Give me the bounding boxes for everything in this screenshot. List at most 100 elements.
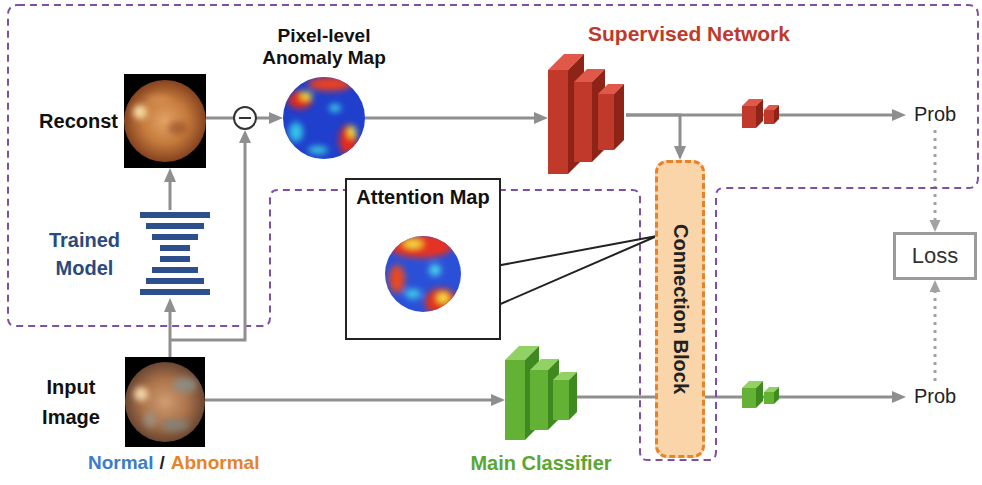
callout-tail bbox=[496, 236, 657, 306]
output-label: Prob bbox=[914, 103, 956, 126]
drawing-part bbox=[134, 387, 148, 401]
image-node: Reconst bbox=[124, 74, 206, 168]
drawing-part bbox=[134, 377, 197, 431]
flow-arrow bbox=[205, 394, 505, 406]
arrowhead bbox=[930, 280, 941, 292]
drawing-part bbox=[288, 91, 312, 109]
fc-layer bbox=[742, 99, 763, 128]
image-node: Input Image bbox=[125, 357, 205, 447]
output-label: Prob bbox=[914, 385, 956, 408]
drawing-part bbox=[234, 107, 256, 129]
connection-block: Connection Block bbox=[655, 160, 705, 458]
drawing-part bbox=[403, 240, 423, 248]
flow-arrow bbox=[164, 168, 176, 210]
drawing-part bbox=[161, 419, 189, 431]
drawing-part bbox=[239, 117, 251, 119]
drawing-part bbox=[124, 74, 206, 168]
drawing-part bbox=[300, 92, 312, 100]
output-node: Prob bbox=[912, 385, 958, 408]
loss-box: Loss bbox=[893, 232, 977, 280]
drawing-part bbox=[144, 412, 156, 428]
drawing-part bbox=[160, 245, 190, 251]
block-label: Connection Block bbox=[669, 224, 692, 394]
drawing-part bbox=[308, 146, 328, 154]
cnn-layer-front bbox=[548, 70, 568, 174]
cnn-layer-front bbox=[598, 94, 614, 150]
loss-label: Loss bbox=[912, 243, 958, 269]
drawing-part bbox=[124, 80, 206, 162]
cnn-layer-front bbox=[505, 360, 525, 440]
drawing-part bbox=[289, 122, 303, 142]
model-node: Trained Model bbox=[140, 210, 210, 298]
drawing-part bbox=[283, 77, 365, 159]
connector-line bbox=[169, 311, 172, 357]
drawing-part bbox=[146, 95, 170, 105]
reconstructed-fundus bbox=[124, 74, 206, 168]
class-label: Abnormal bbox=[171, 452, 260, 474]
arrowhead bbox=[164, 298, 176, 312]
network-node: Main Classifier bbox=[505, 346, 577, 440]
callout-box: Attention Map bbox=[345, 178, 501, 340]
subtract-symbol bbox=[234, 107, 256, 129]
drawing-part bbox=[437, 293, 449, 303]
flow-arrow bbox=[626, 115, 686, 160]
drawing-part bbox=[389, 265, 405, 293]
flow-arrow bbox=[164, 298, 176, 357]
connector-line bbox=[169, 181, 172, 210]
fc-layer-front bbox=[742, 106, 756, 128]
drawing-part bbox=[308, 77, 352, 91]
image-caption: Input Image bbox=[31, 372, 111, 432]
drawing-part bbox=[348, 126, 356, 138]
image-caption: Pixel-level Anomaly Map bbox=[244, 25, 404, 69]
connector-line bbox=[577, 396, 655, 399]
fc-layer bbox=[764, 105, 779, 124]
drawing-part bbox=[329, 104, 341, 112]
connector-line bbox=[705, 396, 893, 399]
cnn-layer bbox=[553, 372, 577, 420]
connector-line bbox=[365, 117, 535, 120]
drawing-part bbox=[389, 234, 457, 316]
drawing-part bbox=[140, 289, 210, 295]
callout-title: Attention Map bbox=[356, 186, 489, 209]
flow-arrow bbox=[577, 397, 655, 398]
arrowhead bbox=[674, 146, 686, 160]
cnn-layer-front bbox=[574, 82, 592, 162]
flow-arrow bbox=[365, 112, 548, 124]
arrowhead bbox=[892, 109, 906, 121]
network-node: Supervised Network bbox=[548, 54, 626, 174]
connector-line bbox=[626, 115, 680, 147]
arrowhead bbox=[269, 112, 283, 124]
attention-map-picture bbox=[383, 224, 463, 324]
model-title: Trained Model bbox=[37, 226, 132, 282]
connector-line bbox=[205, 399, 492, 402]
arrowhead bbox=[491, 394, 505, 406]
drawing-part bbox=[339, 125, 357, 155]
output-node: Prob bbox=[912, 103, 958, 126]
network-title: Supervised Network bbox=[588, 22, 790, 46]
drawing-part bbox=[146, 278, 204, 284]
drawing-part bbox=[146, 223, 204, 229]
dotted-arrow bbox=[930, 130, 941, 232]
arrowhead bbox=[164, 168, 176, 182]
drawing-part bbox=[405, 289, 421, 299]
cnn-layer-side bbox=[614, 84, 624, 150]
fc-layer-front bbox=[742, 388, 756, 408]
cnn-layer bbox=[598, 84, 624, 150]
drawing-part bbox=[173, 377, 197, 393]
drawing-part bbox=[239, 130, 251, 143]
fc-layer-side bbox=[756, 99, 763, 128]
fc-layer-side bbox=[774, 387, 779, 404]
connector-line bbox=[934, 291, 937, 381]
dotted-arrow bbox=[930, 280, 941, 381]
drawing-part bbox=[152, 267, 198, 273]
drawing-part bbox=[133, 95, 188, 135]
input-fundus bbox=[125, 357, 205, 447]
drawing-part bbox=[160, 256, 190, 262]
drawing-part bbox=[133, 105, 147, 119]
anomaly-map-picture bbox=[283, 77, 365, 159]
drawing-part bbox=[425, 288, 457, 316]
cnn-layer-front bbox=[553, 380, 569, 420]
image-node: Pixel-level Anomaly Map bbox=[283, 77, 365, 159]
drawing-part bbox=[288, 77, 357, 155]
arrowhead bbox=[534, 112, 548, 124]
